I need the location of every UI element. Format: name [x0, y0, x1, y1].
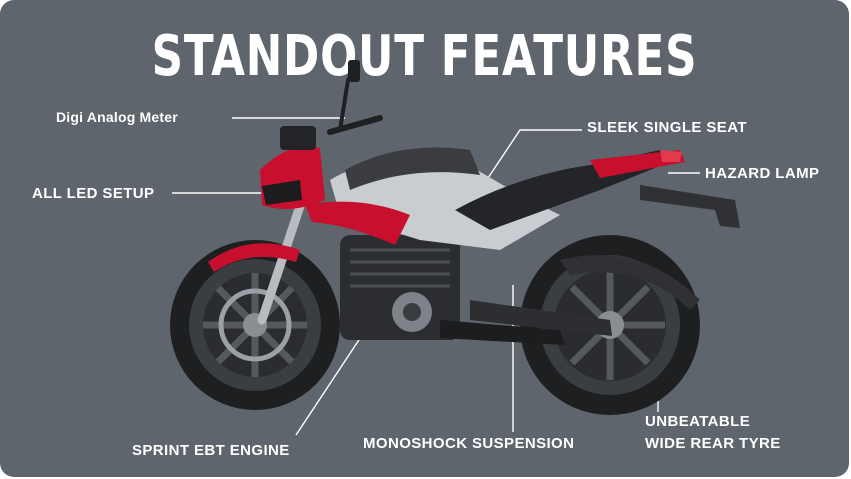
- tail-bracket: [640, 185, 740, 228]
- feature-label-suspension: MONOSHOCK SUSPENSION: [363, 435, 575, 452]
- front-wheel: [170, 240, 340, 410]
- feature-label-rear-tyre-line1: UNBEATABLE: [645, 413, 751, 430]
- handlebar: [327, 115, 383, 135]
- feature-label-led-setup: ALL LED SETUP: [32, 185, 155, 202]
- feature-label-hazard-lamp: HAZARD LAMP: [705, 165, 820, 182]
- feature-label-digi-meter: Digi Analog Meter: [56, 109, 178, 125]
- front-fender: [208, 243, 300, 272]
- feature-label-engine: SPRINT EBT ENGINE: [132, 442, 290, 459]
- tank-shroud-red: [305, 201, 410, 245]
- exhaust: [440, 320, 565, 345]
- engine-block: [340, 235, 460, 340]
- headlight-lens: [262, 180, 302, 205]
- page-title: STANDOUT FEATURES: [151, 24, 698, 89]
- instrument-cluster: [280, 126, 316, 150]
- feature-label-seat: SLEEK SINGLE SEAT: [587, 119, 747, 136]
- tail-lamp: [660, 150, 682, 162]
- rear-hugger: [560, 255, 700, 310]
- feature-label-rear-tyre-line2: WIDE REAR TYRE: [645, 435, 781, 452]
- swingarm: [470, 300, 612, 336]
- tank-top-dark: [345, 147, 480, 190]
